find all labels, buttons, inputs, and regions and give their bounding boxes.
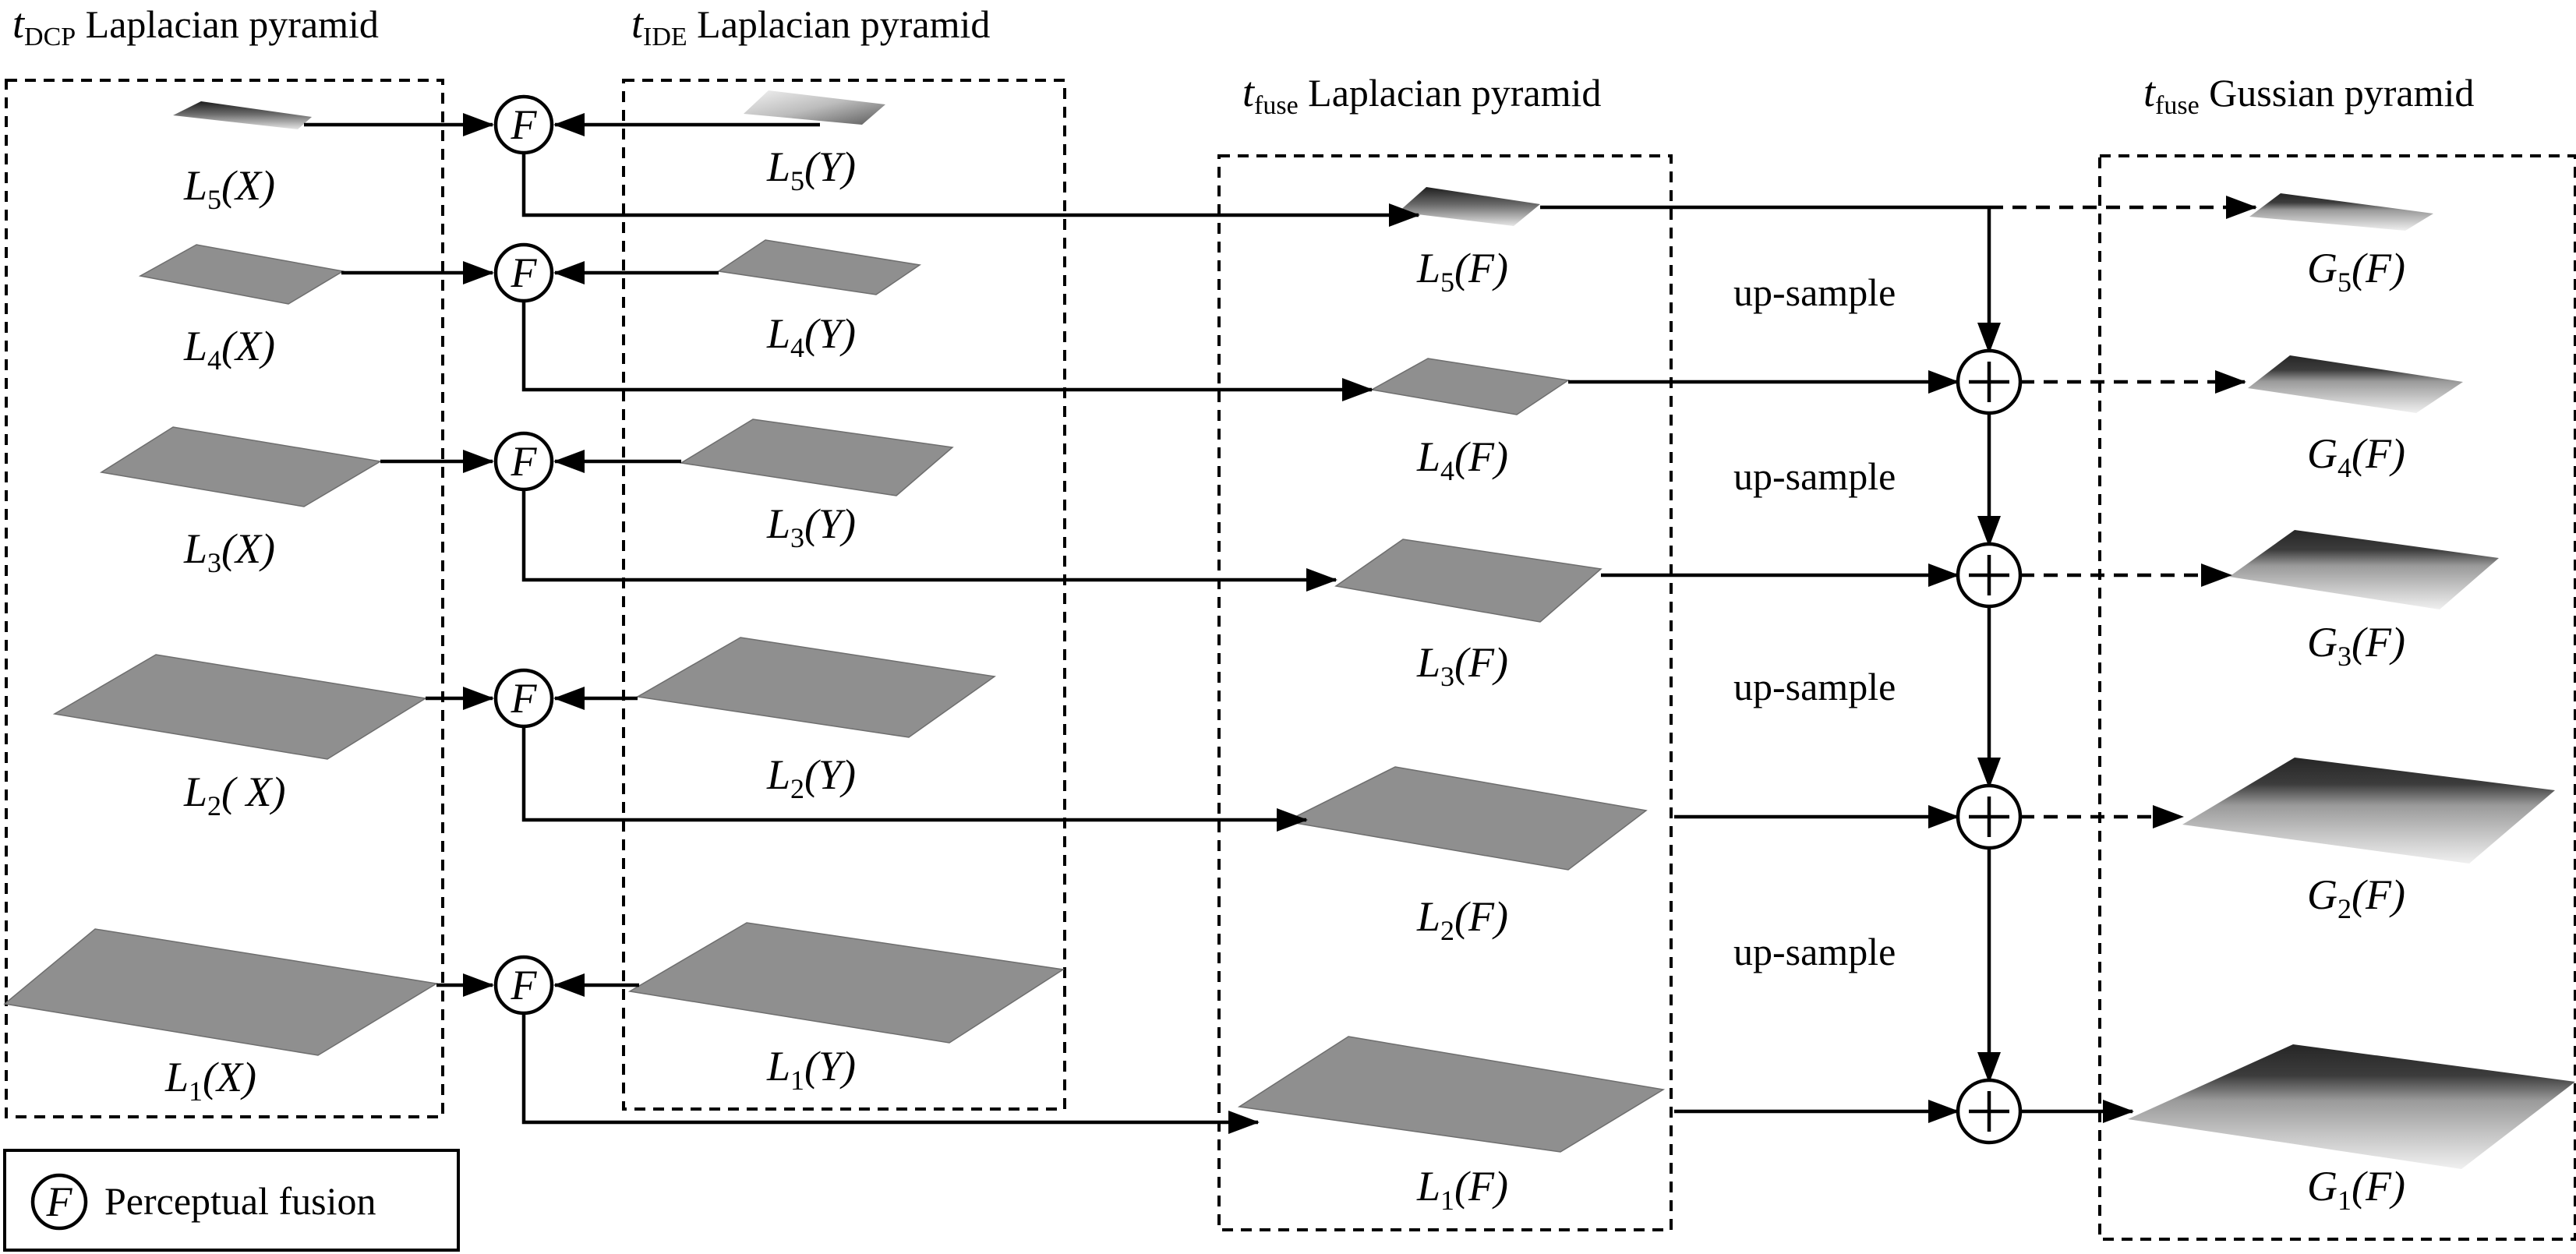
ide-layer-2 — [635, 637, 996, 738]
dcp-layer-2 — [52, 654, 428, 760]
label-gauss-3: G3(F) — [2307, 619, 2405, 672]
gauss-layer-5 — [2249, 193, 2433, 231]
label-gauss-2: G2(F) — [2307, 871, 2405, 924]
gauss-layer-4 — [2248, 355, 2463, 413]
fusion-node-2: F — [493, 668, 554, 729]
label-ide-1: L1(Y) — [766, 1043, 856, 1096]
label-dcp-3: L3(X) — [183, 525, 275, 578]
label-ide-5: L5(Y) — [766, 143, 856, 196]
fuse-layer-5 — [1398, 187, 1540, 226]
dcp-to-fusion-arrows — [304, 113, 494, 997]
fuse-layer-2 — [1284, 766, 1648, 871]
fusion-node-5: F — [493, 94, 554, 155]
label-ide-2: L2(Y) — [766, 751, 856, 804]
dcp-layer-5 — [173, 101, 312, 129]
frame-fuse-gaussian — [2098, 154, 2576, 1241]
sum-node-4 — [1956, 348, 2023, 415]
gauss-layer-3 — [2229, 530, 2499, 609]
plus-icon — [1969, 555, 2009, 595]
ide-layer-4 — [716, 239, 921, 295]
fusion-symbol: F — [511, 675, 538, 722]
ide-layer-1 — [627, 922, 1065, 1044]
label-dcp-4: L4(X) — [183, 323, 275, 376]
frame-ide — [622, 79, 1066, 1111]
label-dcp-1: L1(X) — [164, 1054, 256, 1107]
fusion-to-fused-arrows — [521, 153, 1420, 1134]
sum-node-3 — [1956, 542, 2023, 609]
sum-to-gaussian-arrows — [1989, 196, 2257, 1123]
label-fuse-2: L2(F) — [1416, 893, 1508, 946]
ide-to-fusion-arrows — [553, 113, 820, 997]
sum-node-1 — [1956, 1078, 2023, 1145]
label-ide-4: L4(Y) — [766, 310, 856, 363]
label-dcp-2: L2( X) — [183, 768, 286, 821]
dcp-layer-3 — [99, 426, 383, 507]
plus-icon — [1969, 362, 2009, 402]
fusion-node-3: F — [493, 431, 554, 492]
label-fuse-5: L5(F) — [1416, 245, 1508, 298]
fusion-symbol: F — [511, 101, 538, 148]
gauss-layer-1 — [2128, 1044, 2575, 1169]
title-fuse-gaussian: tfuse Gussian pyramid — [2143, 69, 2474, 120]
label-ide-3: L3(Y) — [766, 500, 856, 553]
frame-dcp — [5, 79, 444, 1118]
title-dcp: tDCP Laplacian pyramid — [12, 0, 379, 51]
fusion-node-4: F — [493, 242, 554, 303]
title-ide: tIDE Laplacian pyramid — [631, 0, 990, 51]
fuse-layer-4 — [1369, 358, 1571, 415]
fusion-symbol: F — [511, 249, 538, 296]
fuse-layer-3 — [1334, 539, 1602, 623]
label-fuse-1: L1(F) — [1416, 1163, 1508, 1216]
label-gauss-4: G4(F) — [2307, 430, 2405, 483]
gauss-layer-2 — [2182, 758, 2555, 864]
ide-layer-3 — [679, 419, 954, 496]
legend-fusion-symbol: F — [46, 1178, 73, 1225]
fused-to-sum-arrows — [1540, 205, 1989, 1123]
label-dcp-5: L5(X) — [183, 162, 275, 215]
legend: F Perceptual fusion — [3, 1149, 460, 1252]
label-gauss-1: G1(F) — [2307, 1163, 2405, 1216]
fusion-symbol: F — [511, 962, 538, 1008]
fuse-layer-1 — [1237, 1036, 1666, 1153]
fusion-symbol: F — [511, 438, 538, 485]
label-fuse-4: L4(F) — [1416, 433, 1508, 486]
upsample-label: up-sample — [1733, 665, 1896, 708]
upsample-label: up-sample — [1733, 270, 1896, 314]
plus-icon — [1969, 797, 2009, 837]
frame-fuse-laplacian — [1217, 154, 1673, 1231]
fusion-node-1: F — [493, 955, 554, 1016]
plus-icon — [1969, 1091, 2009, 1132]
label-gauss-5: G5(F) — [2307, 245, 2405, 298]
upsample-label: up-sample — [1733, 930, 1896, 973]
label-fuse-3: L3(F) — [1416, 639, 1508, 692]
ide-layer-5 — [744, 90, 885, 125]
dcp-layer-4 — [138, 244, 345, 305]
title-fuse-laplacian: tfuse Laplacian pyramid — [1242, 69, 1601, 120]
sum-node-2 — [1956, 783, 2023, 850]
dcp-layer-1 — [3, 928, 439, 1056]
legend-text: Perceptual fusion — [104, 1179, 376, 1223]
upsample-label: up-sample — [1733, 454, 1896, 498]
